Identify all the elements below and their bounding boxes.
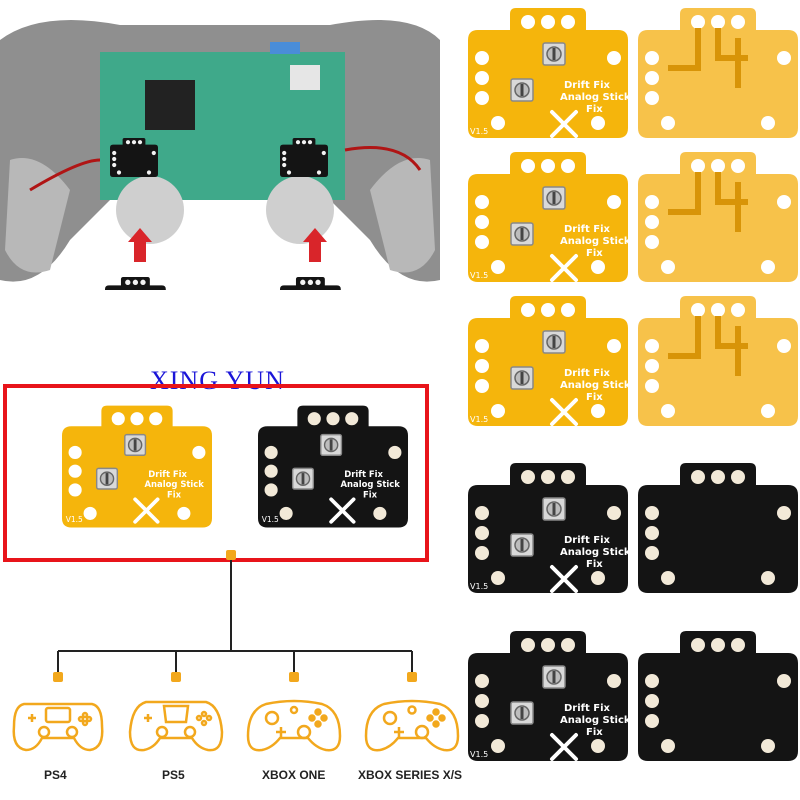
controller-photo (0, 0, 440, 290)
yellow-board-back-2 (638, 152, 798, 282)
svg-text:V1.5: V1.5 (470, 582, 488, 591)
watermark-text: XING YUN (150, 366, 285, 395)
svg-text:Drift Fix: Drift Fix (564, 80, 611, 91)
xbox-series-controller-icon (364, 696, 460, 756)
ps5-controller-icon (128, 696, 224, 756)
svg-text:V1.5: V1.5 (470, 750, 488, 759)
board-text-line2: Analog Stick (145, 479, 205, 489)
yellow-board-front-2: Drift Fix Analog Stick Fix V1.5 (468, 152, 628, 282)
board-grid: Drift Fix Analog Stick Fix V1.5 Drift Fi… (460, 0, 800, 800)
board-version: V1.5 (66, 515, 83, 524)
console-label-xbox-series: XBOX SERIES X/S (358, 768, 463, 782)
black-board-back-1 (638, 463, 798, 593)
svg-text:Fix: Fix (586, 248, 603, 259)
highlight-frame (3, 384, 429, 562)
board-text-line1: Drift Fix (148, 469, 187, 479)
svg-text:Fix: Fix (363, 489, 378, 499)
black-board-featured: Drift Fix Analog Stick Fix V1.5 (258, 404, 408, 529)
svg-text:Drift Fix: Drift Fix (564, 224, 611, 235)
console-label-ps4: PS4 (44, 768, 67, 782)
yellow-board-front-1: Drift Fix Analog Stick Fix V1.5 (468, 8, 628, 138)
console-label-ps5: PS5 (162, 768, 185, 782)
svg-text:Drift Fix: Drift Fix (344, 469, 383, 479)
yellow-board-featured: Drift Fix Analog Stick Fix V1.5 (62, 404, 212, 529)
svg-text:Drift Fix: Drift Fix (564, 535, 611, 546)
svg-text:Analog Stick: Analog Stick (560, 547, 628, 558)
svg-text:Analog Stick: Analog Stick (560, 236, 628, 247)
svg-text:V1.5: V1.5 (262, 515, 279, 524)
svg-text:Analog Stick: Analog Stick (560, 715, 628, 726)
svg-text:Fix: Fix (586, 392, 603, 403)
yellow-board-back-3 (638, 296, 798, 426)
svg-text:V1.5: V1.5 (470, 127, 488, 136)
console-label-xbox-one: XBOX ONE (262, 768, 326, 782)
board-text-line3: Fix (167, 489, 182, 499)
compatibility-tree (0, 548, 470, 688)
svg-text:Fix: Fix (586, 559, 603, 570)
black-board-front-1: Drift Fix Analog Stick Fix V1.5 (468, 463, 628, 593)
ps4-controller-icon (10, 696, 106, 756)
svg-text:Drift Fix: Drift Fix (564, 368, 611, 379)
svg-text:Analog Stick: Analog Stick (341, 479, 401, 489)
svg-text:Drift Fix: Drift Fix (564, 703, 611, 714)
black-board-front-2: Drift Fix Analog Stick Fix V1.5 (468, 631, 628, 761)
black-board-back-2 (638, 631, 798, 761)
yellow-board-front-3: Drift Fix Analog Stick Fix V1.5 (468, 296, 628, 426)
svg-text:Fix: Fix (586, 104, 603, 115)
xbox-one-controller-icon (246, 696, 342, 756)
svg-text:V1.5: V1.5 (470, 415, 488, 424)
svg-text:Analog Stick: Analog Stick (560, 380, 628, 391)
svg-text:Fix: Fix (586, 727, 603, 738)
yellow-board-back-1 (638, 8, 798, 138)
svg-text:V1.5: V1.5 (470, 271, 488, 280)
svg-text:Analog Stick: Analog Stick (560, 92, 628, 103)
